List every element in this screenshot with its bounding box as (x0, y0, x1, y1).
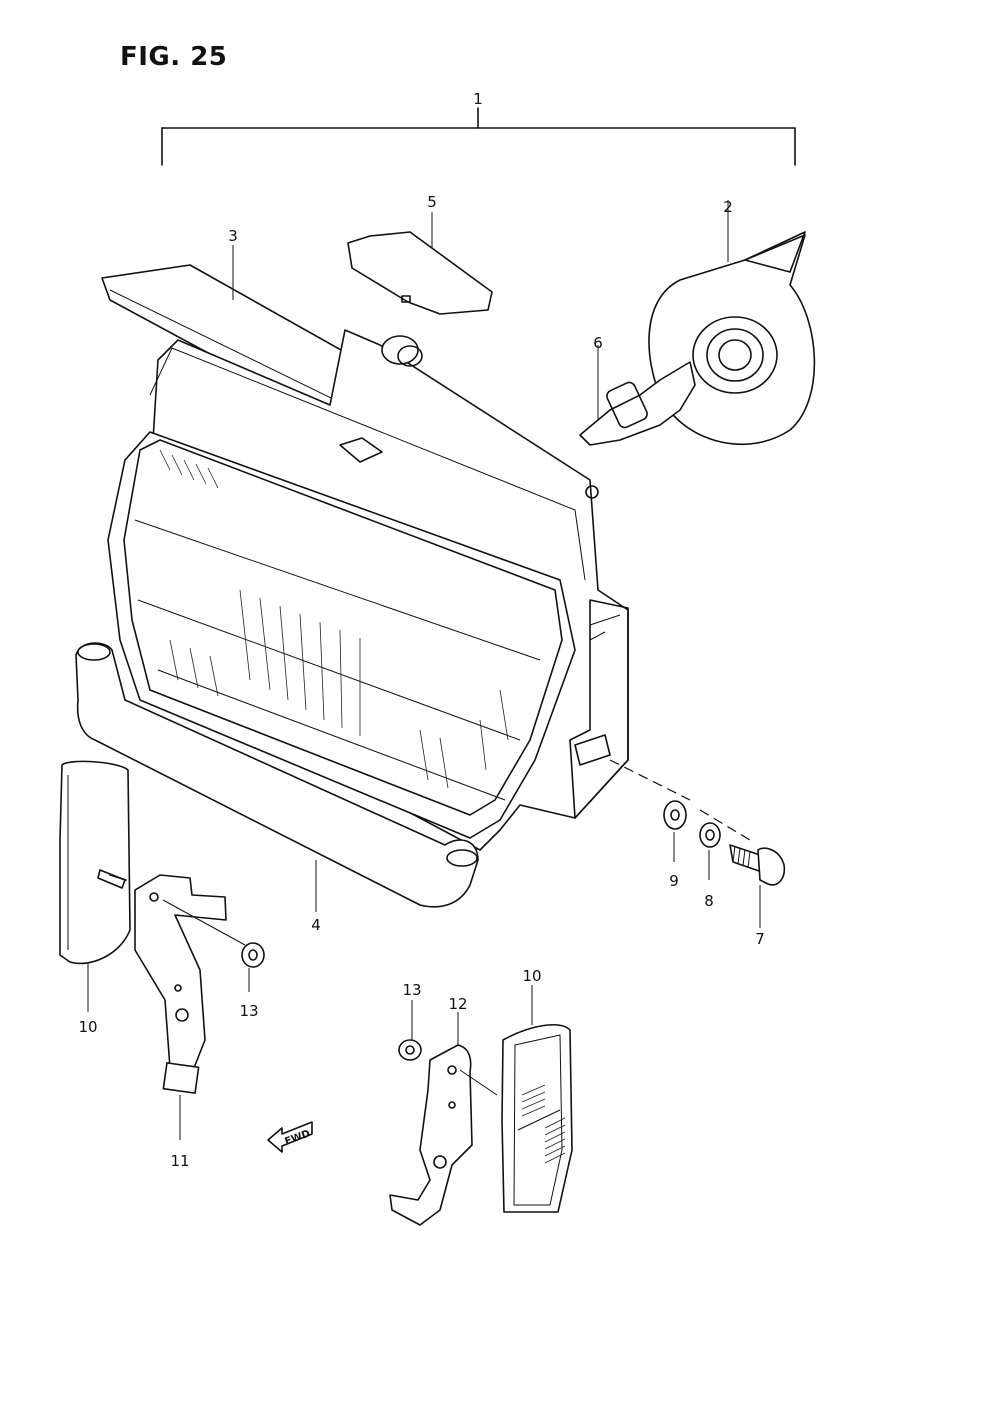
fwd-arrow-icon: FWD (267, 1121, 313, 1153)
callout-13-left: 13 (239, 1002, 258, 1020)
assembly-bracket (161, 107, 796, 166)
reflector-texture (521, 1084, 566, 1164)
part-6-bulb (579, 345, 696, 446)
part-13-right-nut (398, 1000, 422, 1061)
part-5-plate (347, 212, 493, 315)
part-9-washer (663, 800, 687, 862)
part-4-lower-trim (75, 642, 479, 912)
callout-3: 3 (228, 227, 238, 245)
part-10-left-reflector (59, 760, 131, 1012)
callout-4: 4 (311, 916, 321, 934)
lens-texture (159, 449, 509, 789)
part-12-right-bracket (389, 1012, 498, 1226)
callout-9: 9 (669, 872, 679, 890)
part-11-left-bracket (97, 869, 246, 1140)
callout-12: 12 (448, 995, 467, 1013)
callout-6: 6 (593, 334, 603, 352)
part-13-left-nut (241, 942, 265, 992)
part-8-lock-washer (699, 822, 721, 880)
part-10-right-reflector (501, 985, 573, 1213)
callout-5: 5 (427, 193, 437, 211)
callout-13-right: 13 (402, 981, 421, 999)
part-lens (107, 431, 576, 839)
callout-7: 7 (755, 930, 765, 948)
callout-1: 1 (473, 90, 483, 108)
callout-11: 11 (170, 1152, 189, 1170)
part-7-bolt (729, 844, 786, 928)
callout-10-left: 10 (78, 1018, 97, 1036)
callout-10-right: 10 (522, 967, 541, 985)
callout-2: 2 (723, 198, 733, 216)
figure-title: FIG. 25 (120, 42, 228, 72)
callout-8: 8 (704, 892, 714, 910)
